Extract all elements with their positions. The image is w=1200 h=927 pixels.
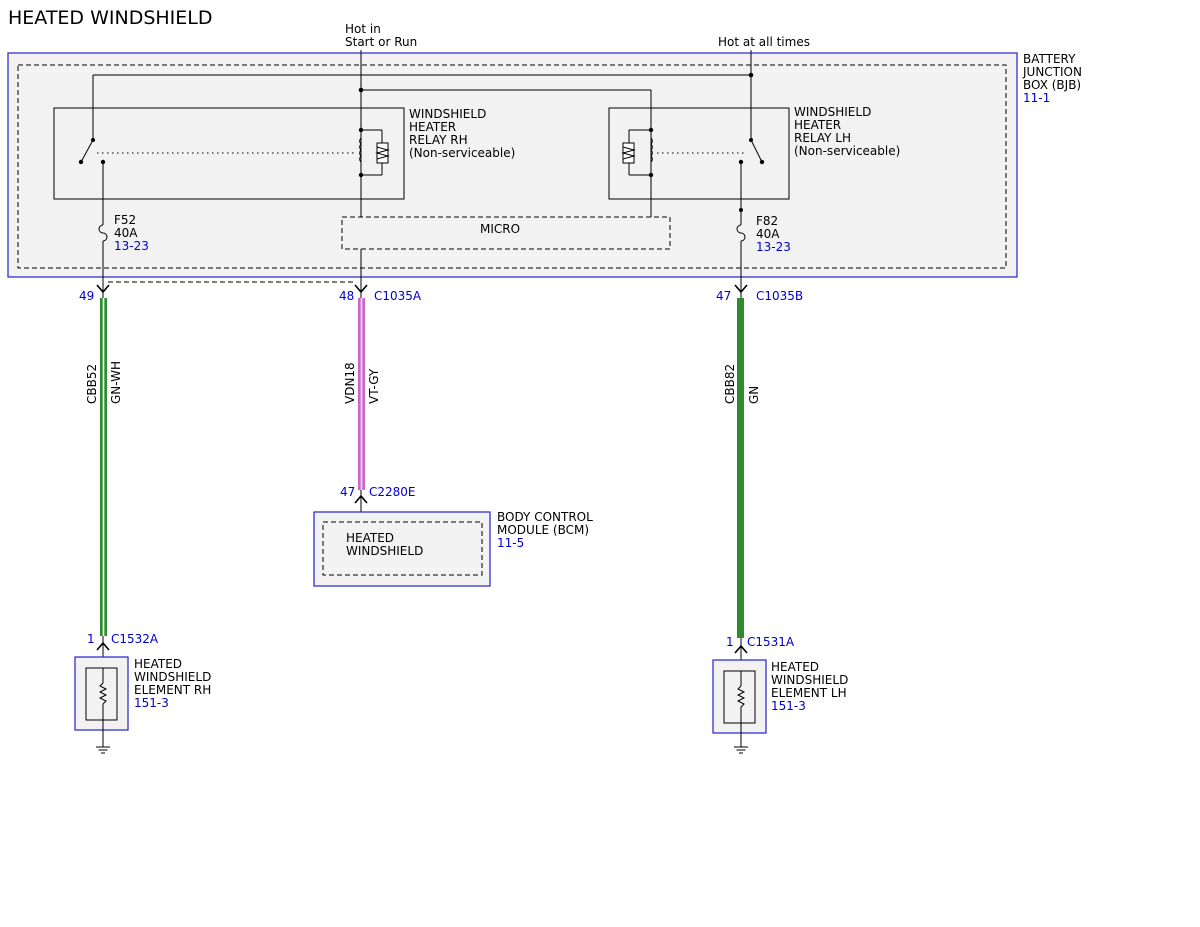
bjb-label-3: BOX (BJB) — [1023, 78, 1081, 92]
relay-rh-label-3: RELAY RH — [409, 133, 468, 147]
bjb-box — [7, 52, 1018, 278]
connector-lh-bjb-pin: 47 — [716, 289, 731, 303]
wire-lh — [737, 298, 744, 638]
bcm-label-2: MODULE (BCM) — [497, 523, 589, 537]
connector-bcm-name: C2280E — [369, 485, 416, 499]
relay-rh-coil-icon — [358, 127, 390, 178]
element-lh-ref: 151-3 — [771, 699, 806, 713]
element-rh-label-2: WINDSHIELD — [134, 670, 211, 684]
bcm-inner-label-1: HEATED — [346, 531, 394, 545]
micro-box — [341, 216, 671, 250]
heater-element-rh-icon — [85, 667, 118, 747]
connector-lh-bjb-icon — [734, 283, 748, 298]
hot-run-label-2: Start or Run — [345, 35, 417, 49]
heater-element-lh-icon — [723, 670, 756, 747]
wire-lh-color: GN — [747, 386, 761, 404]
wire-micro — [358, 298, 365, 490]
connector-lh-element-pin: 1 — [726, 635, 734, 649]
wire-lh-circuit: CBB82 — [723, 364, 737, 404]
fuse-f52-rating: 40A — [114, 226, 138, 240]
hot-always-label: Hot at all times — [718, 35, 810, 49]
relay-lh-coil-icon — [621, 127, 654, 178]
connector-rh-element-name: C1532A — [111, 632, 159, 646]
wire-rh — [100, 298, 107, 636]
element-lh-box — [712, 659, 767, 734]
wire-micro-circuit: VDN18 — [343, 362, 357, 404]
connector-lh-element-name: C1531A — [747, 635, 795, 649]
connector-rh-bjb-icon — [96, 283, 110, 298]
relay-lh-label-4: (Non-serviceable) — [794, 144, 900, 158]
relay-lh-label-2: HEATER — [794, 118, 841, 132]
bjb-label-2: JUNCTION — [1022, 65, 1082, 79]
element-lh-label-1: HEATED — [771, 660, 819, 674]
relay-lh-label-1: WINDSHIELD — [794, 105, 871, 119]
relay-lh-switch-icon — [657, 138, 765, 205]
fuse-f52-icon — [98, 217, 108, 283]
connector-micro-bjb-name: C1035A — [374, 289, 422, 303]
relay-rh-label-4: (Non-serviceable) — [409, 146, 515, 160]
fuse-f82-ref: 13-23 — [756, 240, 791, 254]
relay-lh-label-3: RELAY LH — [794, 131, 851, 145]
element-rh-ref: 151-3 — [134, 696, 169, 710]
fuse-f52-name: F52 — [114, 213, 136, 227]
relay-lh-box — [608, 107, 790, 200]
connector-lh-bjb-name: C1035B — [756, 289, 803, 303]
ground-rh-icon — [96, 746, 110, 754]
relay-rh-label-2: HEATER — [409, 120, 456, 134]
relay-rh-box — [53, 107, 405, 200]
bjb-label-1: BATTERY — [1023, 52, 1076, 66]
bjb-ref: 11-1 — [1023, 91, 1050, 105]
fuse-f82-rating: 40A — [756, 227, 780, 241]
relay-rh-switch-icon — [78, 138, 355, 217]
connector-rh-element-pin: 1 — [87, 632, 95, 646]
bcm-label-1: BODY CONTROL — [497, 510, 593, 524]
element-lh-label-2: WINDSHIELD — [771, 673, 848, 687]
bjb-inner-dashed — [17, 64, 1007, 269]
bcm-box — [313, 511, 491, 587]
element-rh-label-1: HEATED — [134, 657, 182, 671]
element-lh-label-3: ELEMENT LH — [771, 686, 847, 700]
connector-bcm-pin: 47 — [340, 485, 355, 499]
fuse-f82-icon — [736, 205, 746, 283]
diagram-title: HEATED WINDSHIELD — [8, 7, 213, 29]
bcm-inner-dashed — [322, 521, 483, 576]
bcm-inner-label-2: WINDSHIELD — [346, 544, 423, 558]
wire-rh-circuit: CBB52 — [85, 364, 99, 404]
wire-rh-color: GN-WH — [109, 361, 123, 404]
connector-rh-bjb-pin: 49 — [79, 289, 94, 303]
relay-rh-label-1: WINDSHIELD — [409, 107, 486, 121]
element-rh-label-3: ELEMENT RH — [134, 683, 211, 697]
micro-label: MICRO — [480, 222, 520, 236]
bcm-ref: 11-5 — [497, 536, 524, 550]
element-rh-box — [74, 656, 129, 731]
hot-run-label-1: Hot in — [345, 22, 381, 36]
fuse-f82-name: F82 — [756, 214, 778, 228]
ground-lh-icon — [734, 746, 748, 754]
connector-micro-bjb-icon — [354, 283, 368, 298]
wire-micro-color: VT-GY — [367, 368, 381, 404]
fuse-f52-ref: 13-23 — [114, 239, 149, 253]
connector-micro-bjb-pin: 48 — [339, 289, 354, 303]
